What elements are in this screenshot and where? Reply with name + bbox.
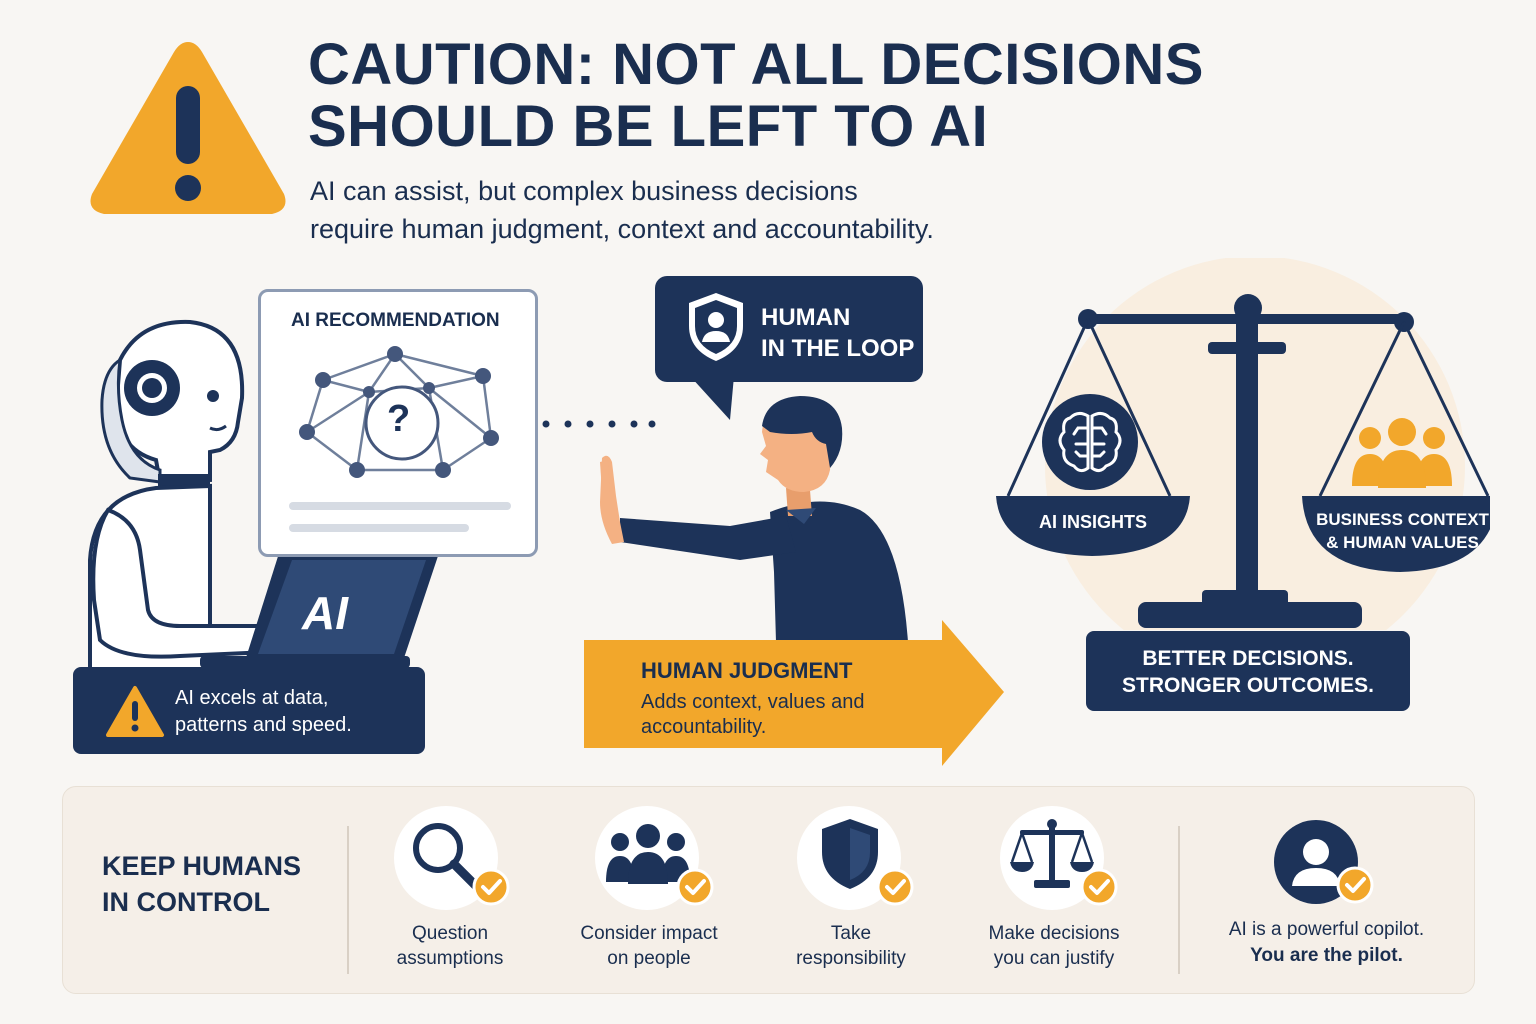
scale-icon bbox=[1010, 819, 1094, 888]
page-title: CAUTION: NOT ALL DECISIONS SHOULD BE LEF… bbox=[308, 34, 1308, 158]
scale-right-label: BUSINESS CONTEXT & HUMAN VALUES bbox=[1305, 508, 1500, 554]
check-badge-icon bbox=[676, 868, 714, 906]
recommendation-title: AI RECOMMENDATION bbox=[291, 310, 500, 331]
scale-right-line-2: & HUMAN VALUES bbox=[1326, 533, 1479, 552]
pilot-line-1: AI is a powerful copilot. bbox=[1228, 919, 1425, 940]
item-line-2: responsibility bbox=[796, 948, 906, 969]
subtitle-line-1: AI can assist, but complex business deci… bbox=[310, 176, 858, 206]
page-subtitle: AI can assist, but complex business deci… bbox=[310, 172, 1210, 248]
laptop-screen-label: AI bbox=[302, 587, 348, 639]
item-line-1: Question bbox=[411, 923, 489, 944]
divider bbox=[1178, 826, 1180, 974]
result-line-1: BETTER DECISIONS. bbox=[1142, 647, 1354, 670]
item-label-responsibility: Take responsibility bbox=[751, 921, 951, 971]
item-line-2: on people bbox=[607, 948, 691, 969]
human-in-the-loop-bubble: HUMAN IN THE LOOP bbox=[655, 276, 923, 382]
hitl-line-2: IN THE LOOP bbox=[761, 335, 915, 362]
laptop-icon bbox=[200, 550, 440, 668]
item-line-1: Make decisions bbox=[988, 923, 1120, 944]
better-decisions-banner: BETTER DECISIONS. STRONGER OUTCOMES. bbox=[1086, 631, 1410, 711]
hitl-line-1: HUMAN bbox=[761, 304, 851, 331]
control-heading-line-2: IN CONTROL bbox=[102, 887, 270, 917]
ai-excels-note: AI excels at data, patterns and speed. bbox=[73, 667, 425, 754]
ai-note-line-1: AI excels at data, bbox=[175, 687, 329, 709]
divider bbox=[347, 826, 349, 974]
scale-right-line-1: BUSINESS CONTEXT bbox=[1316, 510, 1489, 529]
control-heading-line-1: KEEP HUMANS bbox=[102, 851, 302, 881]
shield-user-icon bbox=[689, 293, 743, 361]
robot-illustration bbox=[88, 319, 260, 670]
balance-scale-illustration bbox=[996, 258, 1490, 630]
network-icon bbox=[299, 346, 499, 478]
shield-icon bbox=[822, 819, 878, 889]
control-heading: KEEP HUMANS IN CONTROL bbox=[102, 848, 301, 920]
item-line-2: you can justify bbox=[993, 948, 1115, 969]
item-line-2: assumptions bbox=[396, 948, 504, 969]
item-label-justify: Make decisions you can justify bbox=[954, 921, 1154, 971]
speech-bubble-tail bbox=[690, 376, 734, 420]
keep-humans-in-control-panel bbox=[62, 786, 1475, 994]
item-label-question: Question assumptions bbox=[350, 921, 550, 971]
judgment-desc-line-1: Adds context, values and bbox=[641, 691, 865, 713]
warning-icon bbox=[106, 686, 164, 737]
scale-left-label: AI INSIGHTS bbox=[1038, 512, 1147, 532]
human-judgment-arrow bbox=[584, 620, 1004, 766]
ai-note-text: AI excels at data, patterns and speed. bbox=[175, 685, 352, 739]
warning-triangle-icon bbox=[90, 42, 286, 214]
judgment-title: HUMAN JUDGMENT bbox=[641, 658, 853, 683]
check-badge-icon bbox=[1080, 868, 1118, 906]
hitl-text: HUMAN IN THE LOOP bbox=[761, 302, 914, 364]
judgment-description: Adds context, values and accountability. bbox=[641, 690, 941, 740]
ai-recommendation-card: AI RECOMMENDATION bbox=[258, 289, 538, 557]
result-line-2: STRONGER OUTCOMES. bbox=[1121, 674, 1374, 697]
check-badge-icon bbox=[472, 868, 510, 906]
question-mark: ? bbox=[387, 398, 411, 440]
item-line-1: Take bbox=[830, 923, 872, 944]
ai-note-line-2: patterns and speed. bbox=[175, 714, 352, 736]
check-badge-icon bbox=[1336, 866, 1374, 904]
magnifier-icon bbox=[413, 823, 481, 891]
text-line-placeholder bbox=[289, 524, 469, 532]
pilot-line-2: You are the pilot. bbox=[1250, 945, 1403, 966]
human-person-illustration bbox=[600, 396, 908, 642]
item-label-impact: Consider impact on people bbox=[549, 921, 749, 971]
people-group-icon bbox=[1352, 418, 1452, 488]
item-line-1: Consider impact bbox=[580, 923, 718, 944]
text-line-placeholder bbox=[289, 502, 511, 510]
people-icon bbox=[606, 824, 690, 884]
check-badge-icon bbox=[876, 868, 914, 906]
subtitle-line-2: require human judgment, context and acco… bbox=[310, 214, 934, 244]
dotted-connector bbox=[542, 420, 656, 428]
title-line-2: SHOULD BE LEFT TO AI bbox=[308, 94, 989, 159]
brain-icon bbox=[1042, 394, 1138, 490]
judgment-desc-line-2: accountability. bbox=[641, 716, 767, 738]
title-line-1: CAUTION: NOT ALL DECISIONS bbox=[308, 32, 1204, 97]
